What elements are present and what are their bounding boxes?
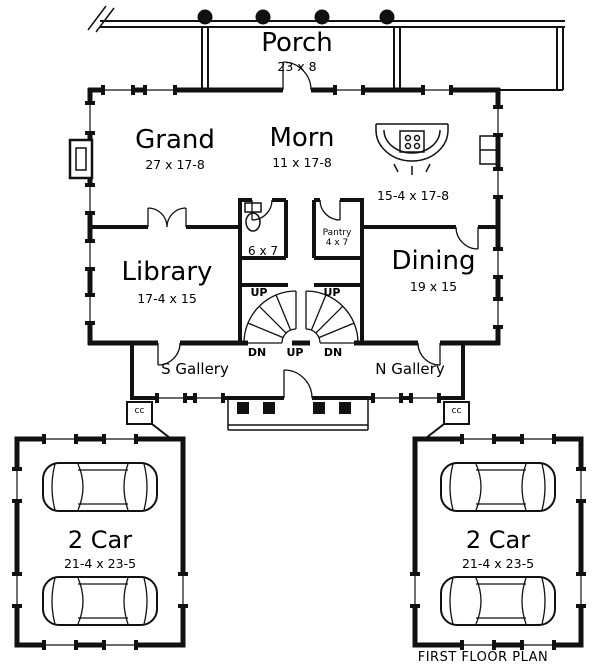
toilet-icon bbox=[244, 202, 262, 232]
stair-up-mid: UP bbox=[286, 346, 304, 359]
garage-walls bbox=[14, 436, 584, 648]
cc-left-label: cc bbox=[134, 406, 145, 416]
dining-dims: 19 x 15 bbox=[409, 279, 458, 294]
porch-dims: 23 x 8 bbox=[277, 59, 317, 74]
porch-structure bbox=[87, 5, 565, 91]
morn-room-label: Morn bbox=[269, 123, 335, 153]
kitchen-dims: 15-4 x 17-8 bbox=[376, 188, 450, 203]
morn-room-dims: 11 x 17-8 bbox=[272, 155, 332, 170]
window-icons bbox=[12, 85, 586, 650]
porch-label: Porch bbox=[261, 28, 333, 58]
grand-room-dims: 27 x 17-8 bbox=[145, 157, 205, 172]
library-label: Library bbox=[121, 257, 213, 287]
pantry-dims: 4 x 7 bbox=[325, 238, 349, 248]
fireplace-icon bbox=[68, 138, 94, 180]
kitchen-island-icon bbox=[375, 123, 449, 175]
stoop-column-icons bbox=[237, 402, 351, 414]
bath-dims: 6 x 7 bbox=[248, 244, 278, 258]
stair-dn-left: DN bbox=[247, 346, 267, 359]
connector-structures bbox=[126, 401, 470, 439]
stair-up-left: UP bbox=[250, 286, 268, 299]
cc-right-label: cc bbox=[451, 406, 462, 416]
garage-left-label: 2 Car bbox=[67, 526, 133, 554]
stair-up-right: UP bbox=[323, 286, 341, 299]
s-gallery-label: S Gallery bbox=[161, 360, 229, 378]
grand-room-label: Grand bbox=[135, 125, 215, 155]
porch-column-icons bbox=[197, 9, 395, 25]
page-title: FIRST FLOOR PLAN bbox=[417, 650, 549, 665]
library-dims: 17-4 x 15 bbox=[137, 291, 197, 306]
stoop bbox=[227, 400, 369, 431]
dining-label: Dining bbox=[391, 246, 476, 276]
interior-walls bbox=[90, 198, 498, 343]
fixtures bbox=[68, 123, 498, 232]
garage-right-label: 2 Car bbox=[465, 526, 531, 554]
car-icon bbox=[440, 576, 556, 626]
stairs-drawing bbox=[243, 290, 359, 344]
door-swings bbox=[147, 61, 479, 399]
garage-right-dims: 21-4 x 23-5 bbox=[461, 556, 535, 571]
garage-left-dims: 21-4 x 23-5 bbox=[63, 556, 137, 571]
car-icon bbox=[42, 576, 158, 626]
car-icon bbox=[440, 462, 556, 512]
n-gallery-label: N Gallery bbox=[375, 360, 445, 378]
car-icon bbox=[42, 462, 158, 512]
fridge-icon bbox=[479, 135, 498, 165]
pantry-label: Pantry bbox=[322, 228, 352, 238]
stair-dn-right: DN bbox=[323, 346, 343, 359]
